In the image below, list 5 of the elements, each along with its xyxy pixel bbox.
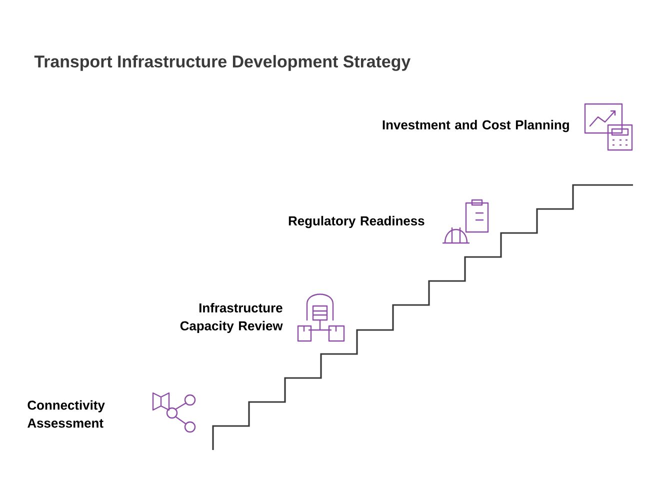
step-label: Regulatory Readiness (288, 216, 424, 228)
title: Transport Infrastructure Development Strategy (34, 55, 411, 71)
step-label: Infrastructure Capacity Review (180, 302, 283, 333)
step-label: Connectivity Assessment (28, 400, 105, 428)
step-label: Investment and Cost Planning (382, 120, 569, 132)
